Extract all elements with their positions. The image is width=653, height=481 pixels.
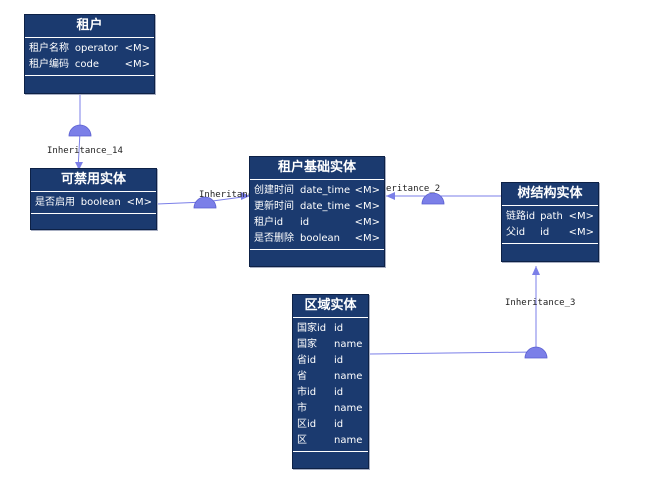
arrow-head-base-right bbox=[386, 192, 395, 200]
attribute-name: 国家 bbox=[297, 339, 317, 350]
attribute-code: id bbox=[300, 217, 310, 228]
attribute-name: 父id bbox=[506, 227, 526, 238]
attribute-row: 区 name bbox=[297, 433, 364, 449]
attribute-flag: <M> bbox=[354, 233, 380, 244]
attribute-name: 租户编码 bbox=[29, 59, 69, 70]
attribute-name: 国家id bbox=[297, 323, 327, 334]
attribute-name: 链路id bbox=[506, 211, 536, 222]
attribute-code: id bbox=[540, 227, 550, 238]
attribute-name: 省id bbox=[297, 355, 317, 366]
attribute-row: 国家id id bbox=[297, 321, 364, 337]
attribute-code: name bbox=[334, 403, 363, 414]
attribute-name: 市id bbox=[297, 387, 317, 398]
attribute-flag: <M> bbox=[354, 201, 380, 212]
link-region-tree bbox=[368, 266, 537, 355]
attribute-code: id bbox=[334, 387, 344, 398]
attribute-row: 省 name bbox=[297, 369, 364, 385]
entity-tree[interactable]: 树结构实体 链路id path <M> 父id id <M> bbox=[501, 182, 599, 262]
arrow-head-disable bbox=[75, 162, 83, 170]
link-label-inheritance-tree: eritance_2 bbox=[386, 184, 441, 194]
attribute-name: 省 bbox=[297, 371, 307, 382]
entity-attributes: 创建时间 date_time <M> 更新时间 date_time <M> 租户… bbox=[250, 180, 384, 250]
attribute-row: 租户id id <M> bbox=[254, 215, 380, 231]
attribute-name: 创建时间 bbox=[254, 185, 294, 196]
attribute-flag: <M> bbox=[124, 59, 150, 70]
inheritance-symbol-disable bbox=[193, 196, 217, 209]
inheritance-symbol-14 bbox=[68, 124, 92, 137]
link-label-inheritance-14: Inheritance_14 bbox=[47, 146, 123, 156]
attribute-code: code bbox=[74, 59, 100, 70]
attribute-row: 市 name bbox=[297, 401, 364, 417]
attribute-row: 父id id <M> bbox=[506, 225, 594, 241]
entity-disableable[interactable]: 可禁用实体 是否启用 boolean <M> bbox=[30, 168, 157, 230]
attribute-name: 租户名称 bbox=[29, 43, 69, 54]
entity-title: 可禁用实体 bbox=[31, 169, 156, 192]
attribute-row: 创建时间 date_time <M> bbox=[254, 183, 380, 199]
attribute-name: 租户id bbox=[254, 217, 284, 228]
attribute-flag: <M> bbox=[354, 185, 380, 196]
attribute-code: id bbox=[334, 419, 344, 430]
entity-tenant-base[interactable]: 租户基础实体 创建时间 date_time <M> 更新时间 date_time… bbox=[249, 156, 385, 267]
arrow-head-base-left bbox=[241, 192, 250, 200]
attribute-row: 市id id bbox=[297, 385, 364, 401]
attribute-row: 租户名称 operator <M> bbox=[29, 41, 150, 57]
attribute-code: id bbox=[334, 323, 344, 334]
inheritance-symbol-tree bbox=[421, 192, 445, 205]
attribute-name: 区 bbox=[297, 435, 307, 446]
entity-region[interactable]: 区域实体 国家id id 国家 name 省id id 省 name 市id i… bbox=[292, 294, 369, 469]
entity-title: 树结构实体 bbox=[502, 183, 598, 206]
attribute-code: boolean bbox=[80, 197, 121, 208]
link-label-inheritance-disable: Inheritance_ bbox=[199, 190, 265, 200]
attribute-code: date_time bbox=[300, 201, 351, 212]
attribute-code: operator bbox=[74, 43, 118, 54]
attribute-row: 链路id path <M> bbox=[506, 209, 594, 225]
attribute-row: 租户编码 code <M> bbox=[29, 57, 150, 73]
entity-tenant[interactable]: 租户 租户名称 operator <M> 租户编码 code <M> bbox=[24, 14, 155, 94]
attribute-flag: <M> bbox=[126, 197, 152, 208]
attribute-flag: <M> bbox=[568, 211, 594, 222]
attribute-row: 省id id bbox=[297, 353, 364, 369]
attribute-flag: <M> bbox=[568, 227, 594, 238]
attribute-row: 区id id bbox=[297, 417, 364, 433]
entity-title: 区域实体 bbox=[293, 295, 368, 318]
attribute-flag: <M> bbox=[354, 217, 380, 228]
attribute-row: 是否删除 boolean <M> bbox=[254, 231, 380, 247]
entity-attributes: 是否启用 boolean <M> bbox=[31, 192, 156, 214]
attribute-row: 是否启用 boolean <M> bbox=[35, 195, 152, 211]
attribute-code: boolean bbox=[300, 233, 340, 244]
attribute-code: name bbox=[334, 371, 363, 382]
entity-attributes: 租户名称 operator <M> 租户编码 code <M> bbox=[25, 38, 154, 76]
inheritance-symbol-3 bbox=[524, 346, 548, 359]
attribute-code: date_time bbox=[300, 185, 351, 196]
attribute-row: 国家 name bbox=[297, 337, 364, 353]
attribute-name: 是否启用 bbox=[35, 197, 75, 208]
attribute-name: 区id bbox=[297, 419, 317, 430]
entity-title: 租户基础实体 bbox=[250, 157, 384, 180]
attribute-name: 是否删除 bbox=[254, 233, 294, 244]
arrow-head-tree bbox=[532, 266, 540, 275]
attribute-code: id bbox=[334, 355, 344, 366]
attribute-flag: <M> bbox=[124, 43, 150, 54]
attribute-row: 更新时间 date_time <M> bbox=[254, 199, 380, 215]
entity-attributes: 国家id id 国家 name 省id id 省 name 市id id 市 n… bbox=[293, 318, 368, 452]
entity-attributes: 链路id path <M> 父id id <M> bbox=[502, 206, 598, 244]
attribute-name: 更新时间 bbox=[254, 201, 294, 212]
link-label-inheritance-3: Inheritance_3 bbox=[505, 298, 576, 308]
attribute-name: 市 bbox=[297, 403, 307, 414]
entity-title: 租户 bbox=[25, 15, 154, 38]
attribute-code: name bbox=[334, 435, 363, 446]
attribute-code: name bbox=[334, 339, 363, 350]
attribute-code: path bbox=[540, 211, 563, 222]
